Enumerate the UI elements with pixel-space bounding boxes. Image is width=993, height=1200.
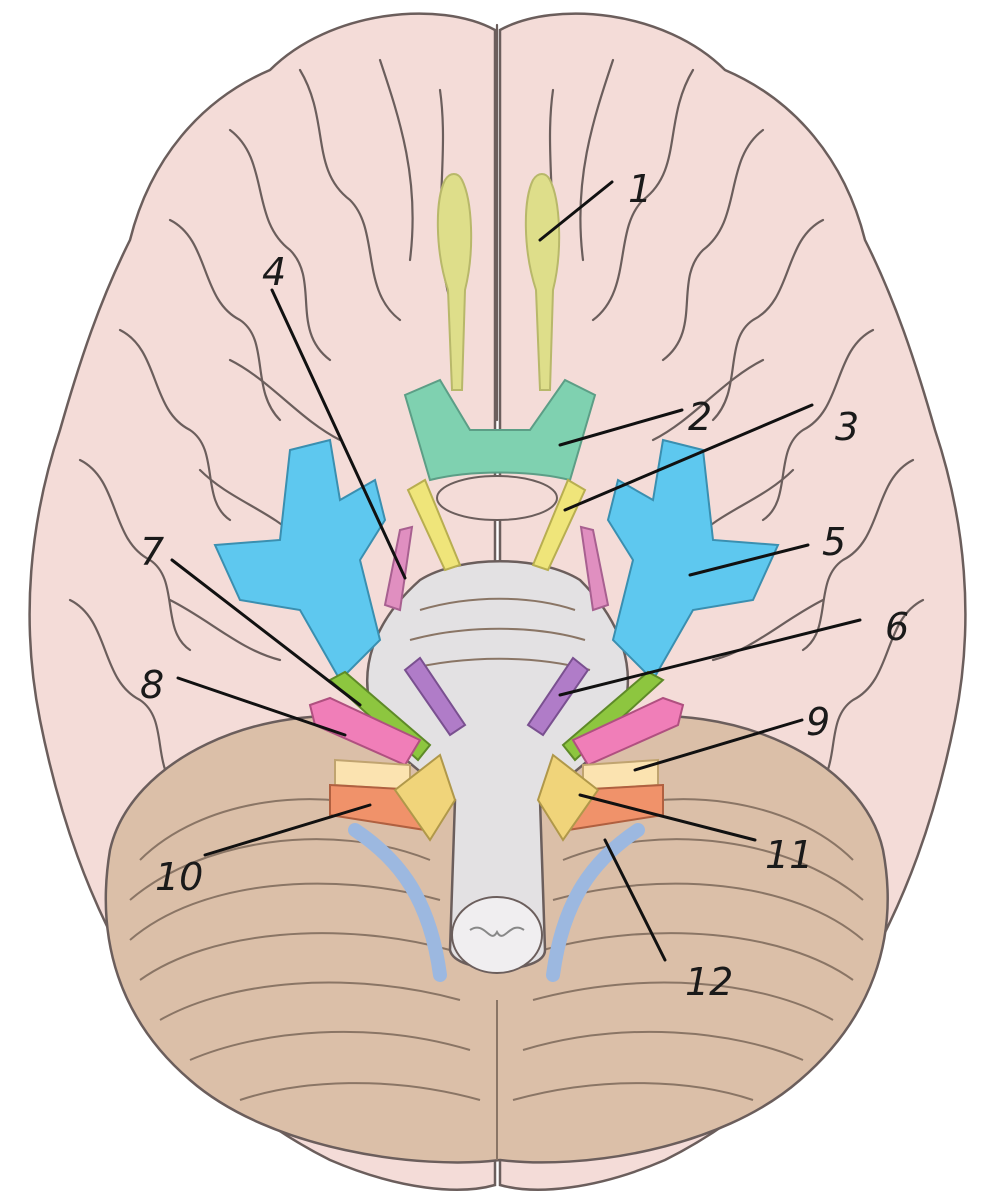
label-11: 11: [765, 833, 813, 877]
label-7: 7: [140, 530, 164, 574]
oculomotor-nerve-left: [406, 478, 462, 572]
trigeminal-nerve-right: [606, 438, 780, 682]
oculomotor-nerve-right: [531, 478, 587, 572]
olfactory-bulb-right: [524, 173, 561, 391]
medulla-cross-section: [451, 896, 543, 974]
abducens-nerve-left: [403, 656, 467, 737]
label-8: 8: [140, 663, 164, 707]
label-9: 9: [806, 700, 830, 744]
trochlear-nerve-left: [383, 525, 414, 612]
label-5: 5: [822, 520, 846, 564]
hypoglossal-nerve-left: [348, 823, 447, 982]
optic-chiasm: [403, 378, 597, 482]
pituitary: [436, 475, 558, 521]
accessory-nerve-left: [393, 753, 457, 842]
label-10: 10: [155, 855, 203, 899]
trochlear-nerve-right: [579, 525, 610, 612]
trigeminal-nerve-left: [213, 438, 387, 682]
olfactory-bulb-left: [436, 173, 473, 391]
right-gyri: [541, 58, 925, 792]
hypoglossal-nerve-right: [546, 823, 645, 982]
vestibulocochlear-nerve-left: [308, 696, 422, 767]
accessory-nerve-right: [536, 753, 600, 842]
vestibulocochlear-nerve-right: [571, 696, 685, 767]
label-4: 4: [262, 250, 286, 294]
label-6: 6: [885, 605, 909, 649]
label-2: 2: [688, 395, 712, 439]
leader-lines: [170, 180, 862, 962]
label-12: 12: [685, 960, 733, 1004]
label-3: 3: [835, 405, 859, 449]
label-1: 1: [628, 167, 652, 211]
abducens-nerve-right: [526, 656, 590, 737]
